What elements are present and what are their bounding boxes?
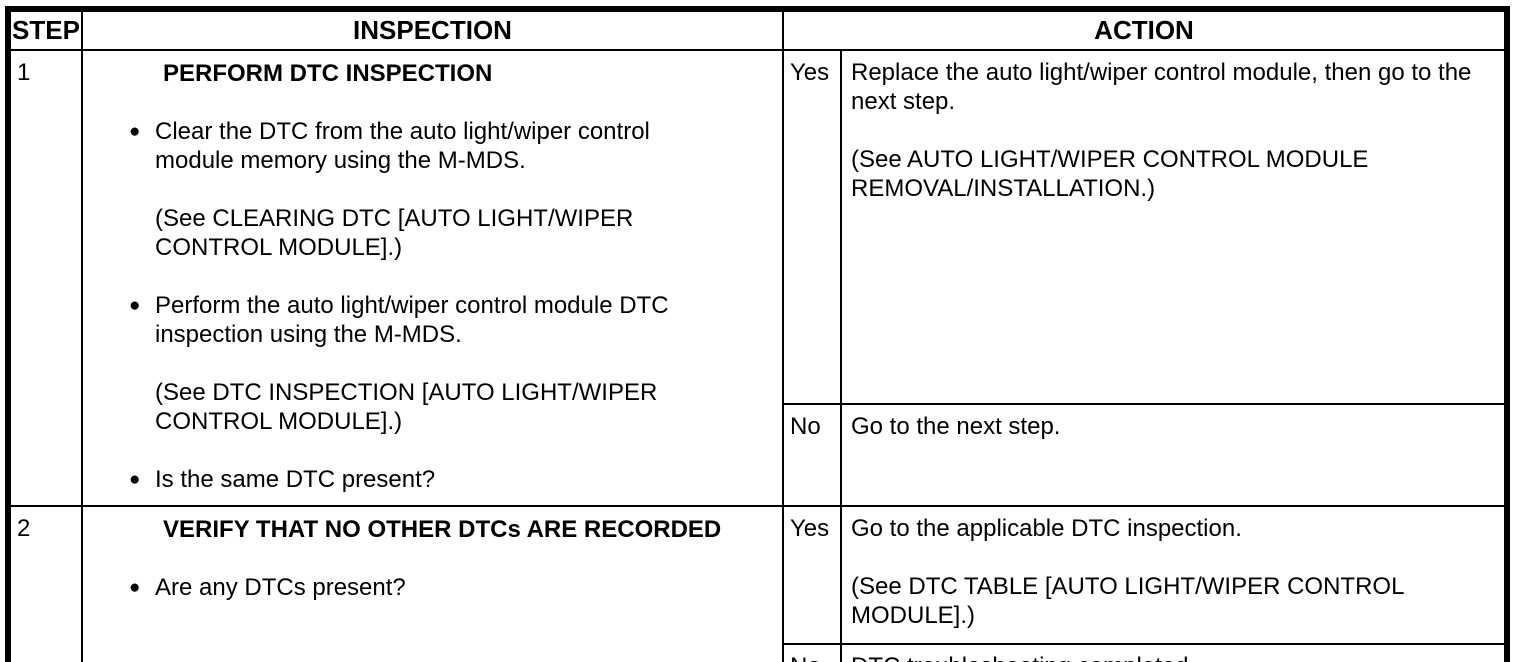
no-label: No	[790, 652, 838, 662]
table-header-row: STEP INSPECTION ACTION	[7, 8, 1509, 51]
no-label-cell: No	[782, 403, 842, 507]
step-number-cell: 2	[7, 505, 83, 662]
table-row-step2-no: No DTC troubleshooting completed.	[8, 643, 1509, 662]
action-cell-step2-no: DTC troubleshooting completed.	[839, 643, 1509, 662]
see-reference-note: (See DTC INSPECTION [AUTO LIGHT/WIPER CO…	[155, 379, 658, 435]
action-cell-step1-no: Go to the next step.	[839, 403, 1509, 507]
inspection-cell-step1: PERFORM DTC INSPECTION ● Clear the DTC f…	[81, 49, 784, 507]
see-reference-note: (See DTC TABLE [AUTO LIGHT/WIPER CONTROL…	[851, 573, 1404, 629]
step-number: 2	[17, 515, 31, 542]
bullet-icon: ●	[129, 295, 141, 316]
yes-label-cell: Yes	[782, 49, 842, 405]
bullet-item: ● Are any DTCs present?	[129, 573, 772, 602]
no-label-cell: No	[782, 643, 842, 662]
bullet-icon: ●	[129, 577, 141, 598]
yes-label-cell: Yes	[782, 505, 842, 645]
action-text: Go to the next step.	[851, 413, 1061, 440]
table-row-step1-no: No Go to the next step.	[8, 403, 1509, 507]
no-label: No	[790, 413, 821, 440]
yes-label: Yes	[790, 515, 830, 542]
action-cell-step2-yes: Go to the applicable DTC inspection. (Se…	[839, 505, 1509, 645]
inspection-heading: VERIFY THAT NO OTHER DTCs ARE RECORDED	[163, 516, 722, 543]
bullet-text: Are any DTCs present?	[155, 574, 406, 601]
bullet-icon: ●	[129, 469, 141, 490]
bullet-text: Is the same DTC present?	[155, 466, 436, 493]
action-text: Go to the applicable DTC inspection.	[851, 515, 1242, 542]
header-action: ACTION	[781, 8, 1509, 51]
inspection-cell-step2: VERIFY THAT NO OTHER DTCs ARE RECORDED ●…	[81, 505, 784, 662]
header-step: STEP	[7, 8, 83, 51]
bullet-icon: ●	[129, 121, 141, 142]
action-cell-step1-yes: Replace the auto light/wiper control mod…	[839, 49, 1509, 405]
bullet-text: Clear the DTC from the auto light/wiper …	[155, 118, 650, 174]
table-row-step2-yes: 2 VERIFY THAT NO OTHER DTCs ARE RECORDED…	[7, 505, 1509, 662]
see-reference-note: (See CLEARING DTC [AUTO LIGHT/WIPER CONT…	[155, 205, 634, 261]
bullet-item: ● Clear the DTC from the auto light/wipe…	[129, 117, 772, 175]
bullet-item: ● Is the same DTC present?	[129, 465, 772, 494]
see-reference-note: (See AUTO LIGHT/WIPER CONTROL MODULE REM…	[851, 146, 1369, 202]
inspection-heading: PERFORM DTC INSPECTION	[163, 60, 493, 87]
yes-label: Yes	[790, 59, 830, 86]
table-row-step1-yes: 1 PERFORM DTC INSPECTION ● Clear the DTC…	[7, 49, 1509, 507]
action-text: Replace the auto light/wiper control mod…	[851, 59, 1472, 115]
header-inspection: INSPECTION	[81, 8, 784, 51]
bullet-item: ● Perform the auto light/wiper control m…	[129, 291, 772, 349]
action-text: DTC troubleshooting completed.	[851, 652, 1498, 662]
dtc-troubleshooting-table: STEP INSPECTION ACTION 1 PERFORM DTC INS…	[5, 6, 1511, 662]
step-number: 1	[17, 59, 31, 86]
step-number-cell: 1	[7, 49, 83, 507]
bullet-text: Perform the auto light/wiper control mod…	[155, 292, 669, 348]
